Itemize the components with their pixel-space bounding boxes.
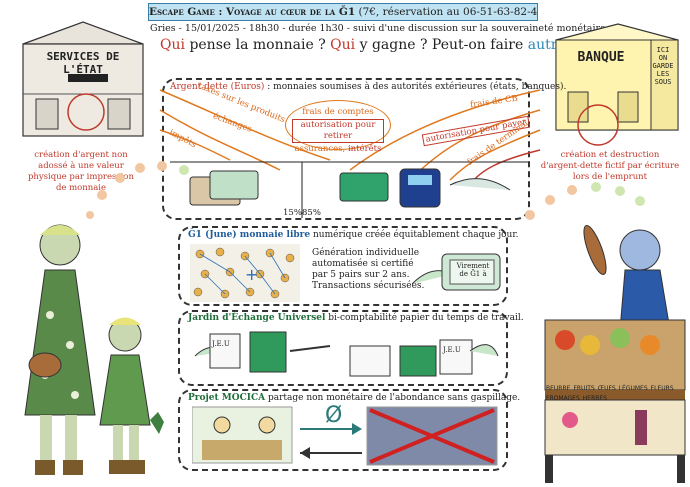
market-sign-legumes: LÉGUMES bbox=[618, 385, 648, 392]
payment-illustrations bbox=[189, 168, 511, 208]
g1-phone-illustration bbox=[412, 253, 501, 291]
market-stall-illustration bbox=[544, 224, 686, 483]
market-sign-beurre: BEURRE bbox=[546, 385, 571, 392]
label-autorisation-retirer: autorisation pour retirer bbox=[292, 119, 384, 143]
label-interets: intérêts bbox=[347, 144, 382, 154]
bank-side-text: ICI ON GARDE LES SOUS bbox=[652, 46, 674, 86]
g1-network-illustration: + bbox=[190, 244, 300, 302]
dotted-arc-right bbox=[525, 182, 645, 220]
g1-title: Ğ1 (June) monnaie libre numérique créée … bbox=[188, 230, 519, 240]
market-sign-fruits: FRUITS bbox=[573, 385, 595, 392]
market-sign-fromages: FROMAGES bbox=[546, 395, 580, 402]
mocica-null-symbol: Ø bbox=[325, 403, 343, 428]
state-money-creation-note: création d'argent non adossé à une valeu… bbox=[27, 150, 135, 193]
svg-text:+: + bbox=[245, 265, 258, 284]
money-flow-arrows bbox=[159, 89, 541, 218]
bank-fees-bubble: frais de comptes autorisation pour retir… bbox=[285, 100, 391, 154]
event-price-booking: (7€, réservation au 06-51-63-82-49) bbox=[358, 6, 538, 18]
market-sign-herbes: HERBES bbox=[582, 395, 607, 402]
g1-description: Génération individuelle automatisée si c… bbox=[312, 248, 425, 291]
jeu-card-label-right: J.E.U bbox=[443, 346, 461, 354]
state-building-sign: SERVICES DE L'ÉTAT bbox=[46, 50, 120, 76]
mocica-title: Projet MOCICA partage non monétaire de l… bbox=[188, 393, 521, 403]
event-title-banner: Escape Game : Voyage au cœur de la Ğ1 (7… bbox=[148, 3, 538, 21]
bank-money-creation-note: création et destruction d'argent-dette f… bbox=[540, 150, 680, 182]
event-details: Gries - 15/01/2025 - 18h30 - durée 1h30 … bbox=[150, 23, 606, 34]
market-sign-fleurs: FLEURS bbox=[650, 385, 674, 392]
jeu-illustrations bbox=[194, 331, 499, 377]
event-title: Escape Game : Voyage au cœur de la Ğ1 bbox=[149, 6, 356, 18]
market-sign-oeufs: ŒUFS bbox=[597, 385, 616, 392]
label-85-percent: 85% bbox=[302, 208, 321, 218]
woman-and-child-illustration bbox=[24, 224, 164, 475]
bank-building-illustration bbox=[555, 23, 679, 146]
bank-sign: BANQUE bbox=[577, 50, 625, 65]
dotted-arc-left bbox=[86, 161, 189, 219]
label-assurances: assurances, bbox=[294, 144, 346, 154]
g1-phone-text: Virement de Ğ1 à bbox=[456, 262, 490, 278]
label-frais-comptes: frais de comptes bbox=[302, 107, 374, 117]
headline-question: Qui pense la monnaie ? Qui y gagne ? Peu… bbox=[160, 37, 614, 53]
mocica-illustrations bbox=[192, 406, 498, 466]
state-building-illustration bbox=[22, 21, 144, 137]
debt-money-title: Argent dette (Euros) : monnaies soumises… bbox=[170, 82, 567, 92]
label-15-percent: 15% bbox=[283, 208, 302, 218]
jeu-title: Jardin d'Échange Universel bi-comptabili… bbox=[188, 313, 524, 323]
market-signs: BEURRE FRUITS ŒUFS LÉGUMES FLEURS FROMAG… bbox=[546, 385, 686, 402]
jeu-card-label-left: J.E.U bbox=[212, 340, 230, 348]
